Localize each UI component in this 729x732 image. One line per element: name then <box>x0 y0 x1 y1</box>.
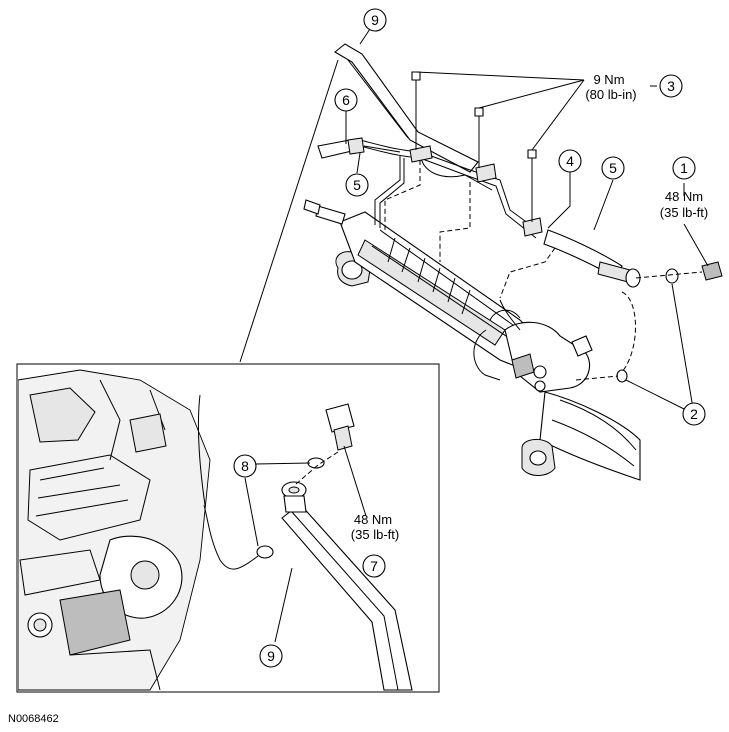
callout-5-right-number: 5 <box>609 160 617 176</box>
callout-5-left-number: 5 <box>353 177 361 193</box>
callout-7-torque-imperial: (35 lb-ft) <box>351 527 399 542</box>
callout-4-circle <box>558 149 582 173</box>
callout-9-top-circle <box>363 8 387 32</box>
callout-4-number: 4 <box>566 153 574 169</box>
callout-2-circle <box>682 402 706 426</box>
callout-3-torque-nm: 9 Nm <box>593 72 624 87</box>
callout-8-number: 8 <box>241 458 249 474</box>
pressure-return-lines <box>317 43 723 383</box>
callout-8-circle <box>233 454 257 478</box>
callout-9-inset-number: 9 <box>267 648 275 664</box>
callout-9-inset-circle <box>259 644 283 668</box>
callout-3-circle <box>659 74 683 98</box>
callout-1-circle <box>672 156 696 180</box>
callout-leaders-inset <box>244 445 367 643</box>
callout-1-number: 1 <box>680 160 688 176</box>
callout-7-torque-nm: 48 Nm <box>354 512 392 527</box>
callout-3-number: 3 <box>667 78 675 94</box>
callout-1-torque-nm: 48 Nm <box>665 189 703 204</box>
callout-7-number: 7 <box>370 558 378 574</box>
callout-9-top-number: 9 <box>371 12 379 28</box>
detail-inset-frame <box>16 363 440 693</box>
callout-5-right-circle <box>601 156 625 180</box>
callout-3-torque-imperial: (80 lb-in) <box>585 87 636 102</box>
steering-gear-assembly <box>303 199 641 481</box>
detail-inset-engine <box>18 369 413 691</box>
figure-id: N0068462 <box>8 713 59 725</box>
callout-7-circle <box>362 554 386 578</box>
callout-leaders-main <box>345 28 709 415</box>
callout-1-torque-imperial: (35 lb-ft) <box>660 205 708 220</box>
inset-pointer-line <box>239 59 339 363</box>
callout-6-number: 6 <box>342 92 350 108</box>
callout-5-left-circle <box>345 173 369 197</box>
callout-6-circle <box>334 88 358 112</box>
callout-2-number: 2 <box>690 406 698 422</box>
